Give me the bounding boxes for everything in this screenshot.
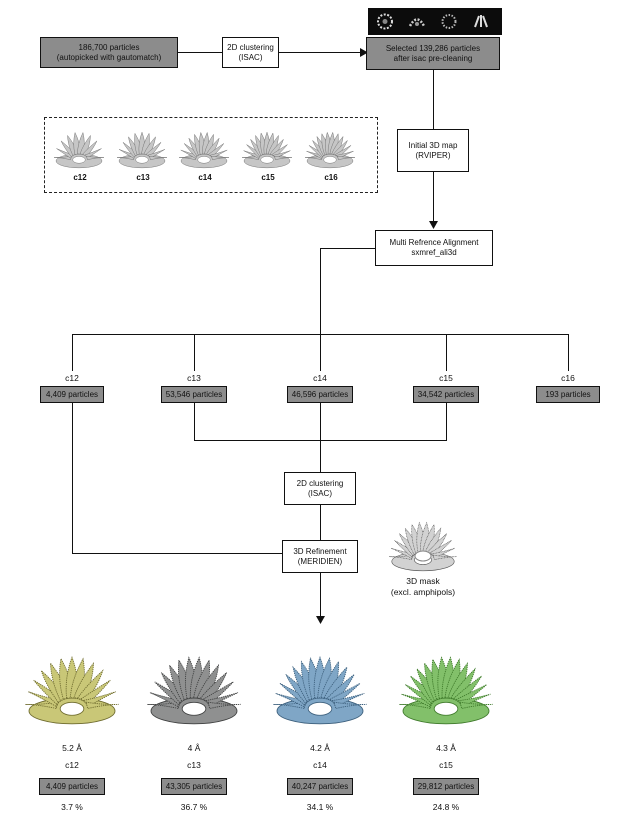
class-average-image: [408, 18, 426, 27]
connector: [320, 403, 321, 472]
symmetry-model-c14: c14: [175, 123, 235, 185]
symmetry-model-label: c14: [198, 173, 212, 182]
multi-reference-alignment-box: Multi Refrence Alignment sxmref_ali3d: [375, 230, 493, 266]
connector: [320, 505, 321, 540]
result-label-c15: c15: [439, 760, 453, 770]
selected-particles-box: Selected 139,286 particles after isac pr…: [366, 37, 500, 70]
class-label-c12: c12: [65, 373, 79, 383]
class-label-c14: c14: [313, 373, 327, 383]
symmetry-model-c15: c15: [238, 123, 298, 185]
class-particles-c15: 34,542 particles: [413, 386, 479, 403]
symmetry-model-render: [242, 131, 292, 169]
clustering-title: 2D clustering: [227, 42, 274, 52]
resolution-c15: 4.3 Å: [436, 743, 456, 753]
selected-particles-note: after isac pre-cleaning: [393, 53, 473, 63]
connector: [320, 248, 321, 334]
final-map-c13: [147, 656, 241, 725]
symmetry-model-label: c15: [261, 173, 275, 182]
connector: [446, 403, 447, 440]
input-particles-note: (autopicked with gautomatch): [56, 52, 162, 62]
resolution-c13: 4 Å: [187, 743, 201, 753]
mask-note: (excl. amphipols): [390, 587, 456, 597]
multi-reference-title: Multi Refrence Alignment: [389, 238, 479, 247]
result-percent-c12: 3.7 %: [61, 802, 83, 812]
clustering-title: 2D clustering: [296, 478, 344, 488]
result-particles-c14: 40,247 particles: [287, 778, 353, 795]
final-map-c15: [399, 656, 493, 725]
connector: [72, 334, 73, 371]
connector: [433, 70, 434, 129]
connector: [433, 172, 434, 224]
class-label-c16: c16: [561, 373, 575, 383]
symmetry-model-render: [117, 131, 167, 169]
arrowhead: [316, 616, 325, 624]
symmetry-model-label: c13: [136, 173, 150, 182]
symmetry-model-render: [305, 131, 355, 169]
resolution-c12: 5.2 Å: [62, 743, 82, 753]
input-particles-box: 186,700 particles (autopicked with gauto…: [40, 37, 178, 68]
initial-map-method: (RVIPER): [415, 150, 451, 160]
connector: [194, 403, 195, 440]
class-particles-c13: 53,546 particles: [161, 386, 227, 403]
result-percent-c13: 36.7 %: [180, 802, 208, 812]
arrowhead: [429, 221, 438, 229]
resolution-c14: 4.2 Å: [310, 743, 330, 753]
refinement-title: 3D Refinement: [293, 546, 347, 556]
selected-particles-count: Selected 139,286 particles: [385, 43, 481, 53]
clustering-isac-box-2: 2D clustering (ISAC): [284, 472, 356, 505]
clustering-method: (ISAC): [308, 488, 332, 498]
class-average-image: [377, 13, 393, 30]
result-label-c14: c14: [313, 760, 327, 770]
symmetry-model-render: [54, 131, 104, 169]
final-map-c14: [273, 655, 367, 725]
input-particles-count: 186,700 particles: [78, 42, 140, 52]
mask-caption: 3D mask (excl. amphipols): [380, 576, 466, 598]
final-map-c12: [25, 655, 119, 725]
connector: [72, 403, 73, 553]
result-particles-c12: 4,409 particles: [39, 778, 105, 795]
class-label-c13: c13: [187, 373, 201, 383]
initial-map-title: Initial 3D map: [408, 140, 458, 150]
initial-map-box: Initial 3D map (RVIPER): [397, 129, 469, 172]
symmetry-model-render: [179, 131, 229, 169]
connector: [446, 334, 447, 371]
clustering-isac-box: 2D clustering (ISAC): [222, 37, 279, 68]
symmetry-model-label: c16: [324, 173, 338, 182]
connector: [72, 553, 282, 554]
connector: [178, 52, 222, 53]
result-particles-c13: 43,305 particles: [161, 778, 227, 795]
clustering-method: (ISAC): [238, 52, 263, 62]
class-average-image: [474, 15, 488, 28]
arrowhead: [360, 48, 368, 57]
symmetry-model-c13: c13: [113, 123, 173, 185]
connector: [568, 334, 569, 371]
symmetry-model-c12: c12: [50, 123, 110, 185]
connector: [279, 52, 364, 53]
result-particles-c15: 29,812 particles: [413, 778, 479, 795]
symmetry-model-c16: c16: [301, 123, 361, 185]
result-percent-c15: 24.8 %: [432, 802, 460, 812]
result-label-c13: c13: [187, 760, 201, 770]
class-particles-c12: 4,409 particles: [40, 386, 104, 403]
mask-density-map: [389, 521, 457, 572]
symmetry-model-label: c12: [73, 173, 87, 182]
class-averages-strip: [368, 8, 502, 35]
class-particles-c16: 193 particles: [536, 386, 600, 403]
class-label-c15: c15: [439, 373, 453, 383]
connector: [320, 572, 321, 619]
class-average-image: [441, 14, 457, 29]
class-particles-c14: 46,596 particles: [287, 386, 353, 403]
initial-models-panel: [44, 117, 378, 193]
multi-reference-program: sxmref_ali3d: [411, 248, 457, 257]
connector: [194, 334, 195, 371]
refinement-method: (MERIDIEN): [297, 556, 343, 566]
mask-title: 3D mask: [406, 576, 440, 586]
result-percent-c14: 34.1 %: [306, 802, 334, 812]
connector: [320, 248, 375, 249]
refinement-box: 3D Refinement (MERIDIEN): [282, 540, 358, 573]
connector: [320, 334, 321, 371]
result-label-c12: c12: [65, 760, 79, 770]
